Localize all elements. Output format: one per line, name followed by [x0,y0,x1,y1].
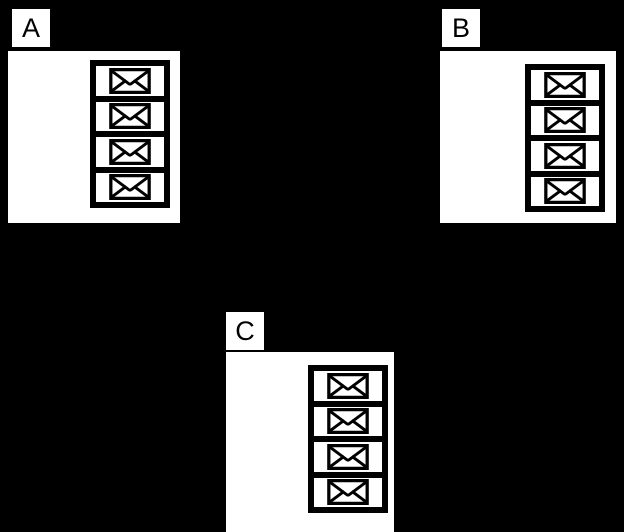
envelope-icon [327,479,369,506]
envelope-slot [93,134,167,170]
panel-c-label-box: C [226,312,264,350]
envelope-slot [311,474,385,510]
envelope-icon [544,71,586,98]
envelope-icon [109,138,151,165]
panel-a-envelope-stack [90,60,170,208]
envelope-slot [311,403,385,439]
envelope-icon [544,178,586,205]
envelope-icon [327,408,369,435]
panel-b-label-box: B [442,9,480,47]
panel-b-envelope-stack [525,64,605,212]
envelope-icon [109,103,151,130]
envelope-icon [327,372,369,399]
envelope-icon [544,107,586,134]
envelope-slot [311,439,385,475]
envelope-slot [93,63,167,99]
envelope-slot [93,169,167,205]
panel-b-label-text: B [451,12,470,43]
envelope-slot [528,138,602,174]
panel-c-envelope-stack [308,365,388,513]
envelope-slot [528,67,602,103]
panel-c-label-text: C [235,315,255,346]
envelope-slot [528,102,602,138]
envelope-icon [109,174,151,201]
panel-a-label-text: A [21,12,40,43]
envelope-slot [528,173,602,209]
envelope-slot [93,98,167,134]
envelope-slot [311,368,385,404]
envelope-icon [109,67,151,94]
envelope-icon [327,443,369,470]
panel-a-label-box: A [12,9,50,47]
envelope-icon [544,142,586,169]
